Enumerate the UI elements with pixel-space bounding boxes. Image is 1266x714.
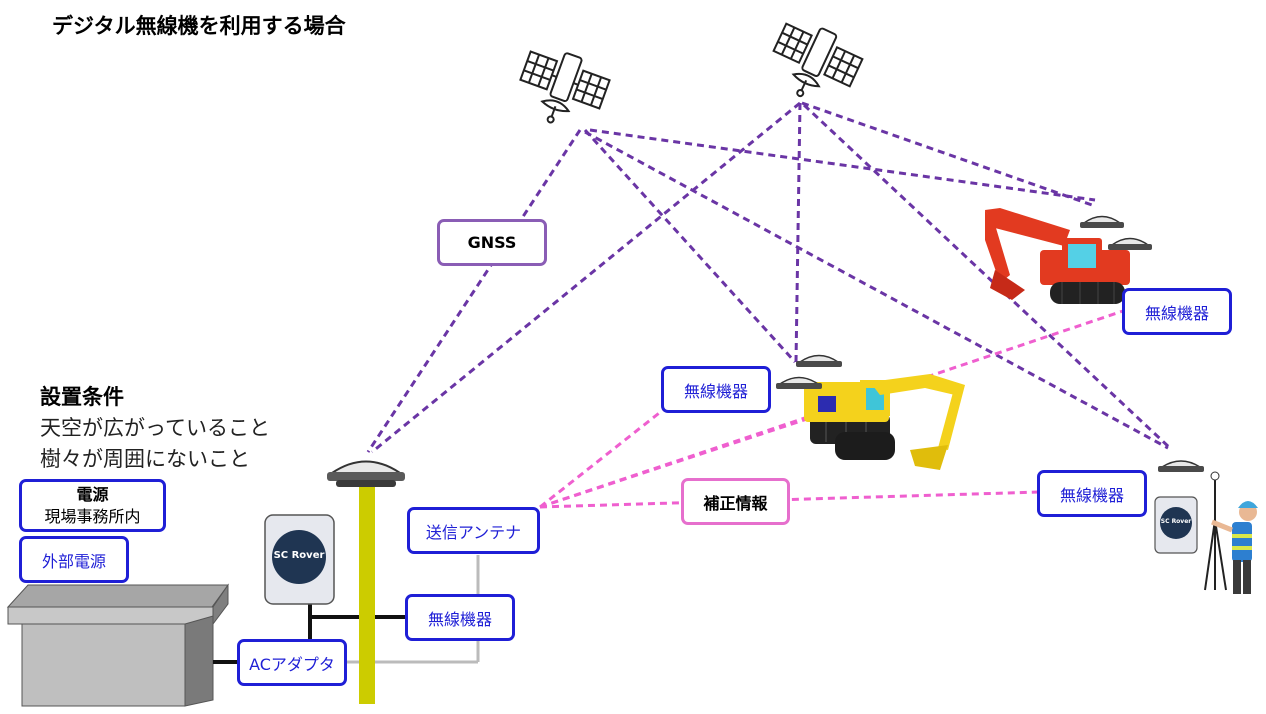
power-heading: 電源: [76, 484, 109, 504]
transmit-antenna-label: 送信アンテナ: [407, 507, 540, 554]
excavator-icon: [804, 374, 965, 470]
condition-line: 天空が広がっていること: [40, 416, 270, 440]
gnss-antenna-icon: [327, 460, 405, 487]
correction-info-text: 補正情報: [703, 493, 768, 513]
excavator-icon: [985, 208, 1130, 304]
page-title: デジタル無線機を利用する場合: [52, 14, 346, 38]
satellite-icon: [519, 50, 611, 124]
correction-info-label: 補正情報: [681, 478, 790, 525]
gnss-antenna-icon: [776, 376, 822, 389]
radio-device-label-middle: 無線機器: [661, 366, 771, 413]
radio-device-label-right: 無線機器: [1037, 470, 1147, 517]
transmit-antenna-text: 送信アンテナ: [425, 522, 522, 542]
radio-device-label-base: 無線機器: [405, 594, 515, 641]
gnss-label: GNSS: [437, 219, 547, 266]
external-power-label: 外部電源: [19, 536, 129, 583]
ac-adapter-text: ACアダプタ: [249, 654, 335, 674]
antenna-pole: [359, 486, 375, 704]
gnss-antenna-icon: [1108, 237, 1152, 250]
radio-device-text: 無線機器: [1059, 485, 1124, 505]
radio-device-label-top-right: 無線機器: [1122, 288, 1232, 335]
external-power-text: 外部電源: [41, 551, 106, 571]
gnss-label-text: GNSS: [467, 233, 517, 252]
receiver-icon: [264, 514, 335, 605]
ac-adapter-label: ACアダプタ: [237, 639, 347, 686]
building-icon: [6, 583, 229, 707]
gnss-antenna-icon: [1158, 460, 1204, 472]
radio-device-text: 無線機器: [427, 609, 492, 629]
condition-line: 樹々が周囲にないこと: [40, 447, 250, 471]
receiver-brand-small: SC Rover: [1160, 518, 1192, 525]
receiver-brand: SC Rover: [273, 550, 325, 561]
power-label: 電源 現場事務所内: [19, 479, 166, 532]
radio-device-text: 無線機器: [683, 381, 748, 401]
receiver-icon: [1154, 496, 1198, 554]
satellite-icon: [772, 22, 864, 98]
gnss-antenna-icon: [796, 354, 842, 367]
radio-device-text: 無線機器: [1144, 303, 1209, 323]
conditions-heading: 設置条件: [40, 385, 124, 409]
power-location: 現場事務所内: [44, 506, 141, 526]
gnss-antenna-icon: [1080, 215, 1124, 228]
gnss-signal-lines: [366, 101, 1172, 454]
surveyor-icon: [1204, 471, 1258, 594]
correction-signal-lines: [539, 309, 1124, 509]
